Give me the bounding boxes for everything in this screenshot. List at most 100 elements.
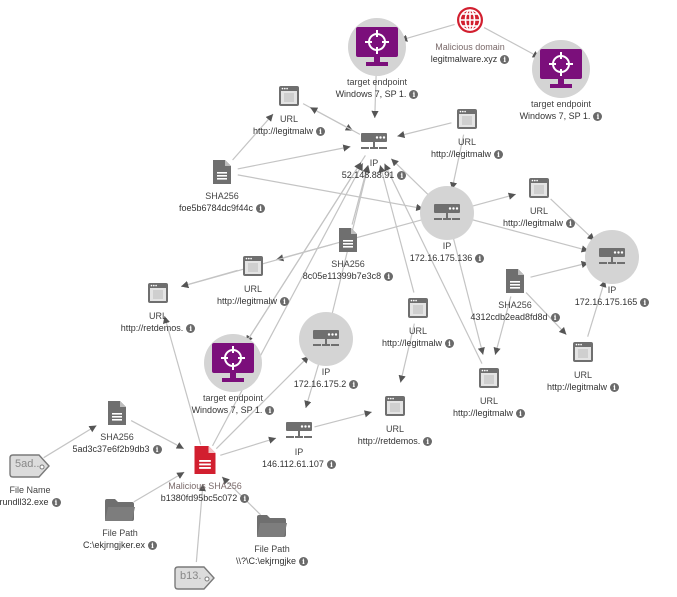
info-icon[interactable]: i [494,149,504,159]
node-value: http://legitmalw [430,149,492,159]
info-icon[interactable]: i [409,89,419,99]
info-icon[interactable]: i [316,126,326,136]
folder-icon[interactable] [105,499,135,521]
info-icon[interactable]: i [500,54,510,64]
info-icon[interactable]: i [152,444,162,454]
url-icon[interactable] [147,282,169,304]
info-icon[interactable]: i [240,493,250,503]
url-icon[interactable] [572,341,594,363]
node-type-label: IP [321,367,331,377]
info-icon[interactable]: i [384,271,394,281]
info-icon[interactable]: i [593,111,603,121]
file-icon[interactable] [108,401,126,425]
info-icon[interactable]: i [256,203,266,213]
node-type-label: IP [294,447,304,457]
info-icon[interactable]: i [397,170,407,180]
node-type-label: target endpoint [530,99,592,109]
node-value: 52.148.88.91 [341,170,395,180]
server-icon[interactable] [361,133,387,151]
edge-sha_431-url8 [493,296,512,355]
url-icon[interactable] [528,177,550,199]
info-icon[interactable]: i [445,338,455,348]
target-endpoint-icon[interactable] [348,18,406,76]
node-value: Windows 7, SP 1. [519,111,591,121]
edge-ep3-ip52 [241,161,362,350]
info-icon[interactable]: i [51,497,61,507]
info-icon[interactable]: i [516,408,526,418]
server-icon[interactable] [286,422,312,440]
file-icon[interactable] [506,269,524,293]
edge-mal-ip2 [215,355,310,450]
node-type-label: File Name [9,485,51,495]
edge-ip136-url8 [450,228,485,355]
server-icon[interactable] [585,230,639,284]
info-icon[interactable]: i [265,405,275,415]
edge-ip146-url9 [314,410,372,428]
url-icon[interactable] [278,85,300,107]
node-type-label: IP [442,241,452,251]
edge-domain-ep2 [483,27,541,59]
node-value: 5ad3c37e6f2b9db3 [72,444,150,454]
target-endpoint-icon[interactable] [204,334,262,392]
server-icon[interactable] [299,312,353,366]
info-icon[interactable]: i [186,323,196,333]
info-icon[interactable]: i [423,436,433,446]
info-icon[interactable]: i [280,296,290,306]
node-type-label: URL [408,326,427,336]
file-icon[interactable] [213,160,231,184]
tag-icon[interactable]: 5ad.. [9,454,51,478]
info-icon[interactable]: i [299,556,309,566]
node-value: 172.16.175.165 [574,297,638,307]
info-icon[interactable]: i [326,459,336,469]
file-icon[interactable] [339,228,357,252]
info-icon[interactable]: i [610,382,620,392]
target-endpoint-icon[interactable] [532,40,590,98]
info-icon[interactable]: i [148,540,158,550]
info-icon[interactable]: i [566,218,576,228]
info-icon[interactable]: i [640,297,650,307]
node-value: Windows 7, SP 1. [335,89,407,99]
malicious-file-icon[interactable] [194,446,216,474]
url-icon[interactable] [242,255,264,277]
url-icon[interactable] [456,108,478,130]
info-icon[interactable]: i [349,379,359,389]
url-icon[interactable] [407,297,429,319]
server-icon[interactable] [420,186,474,240]
tag-icon[interactable]: b13. [174,566,216,590]
edge-domain-ep1 [399,23,455,42]
globe-icon[interactable] [455,5,485,35]
edge-fn-sha_5ad [43,424,97,459]
folder-icon[interactable] [257,515,287,537]
node-tag_b13[interactable]: b13. [135,566,255,596]
info-icon[interactable]: i [475,253,485,263]
info-icon[interactable]: i [550,312,560,322]
url-icon[interactable] [478,367,500,389]
url-icon[interactable] [384,395,406,417]
